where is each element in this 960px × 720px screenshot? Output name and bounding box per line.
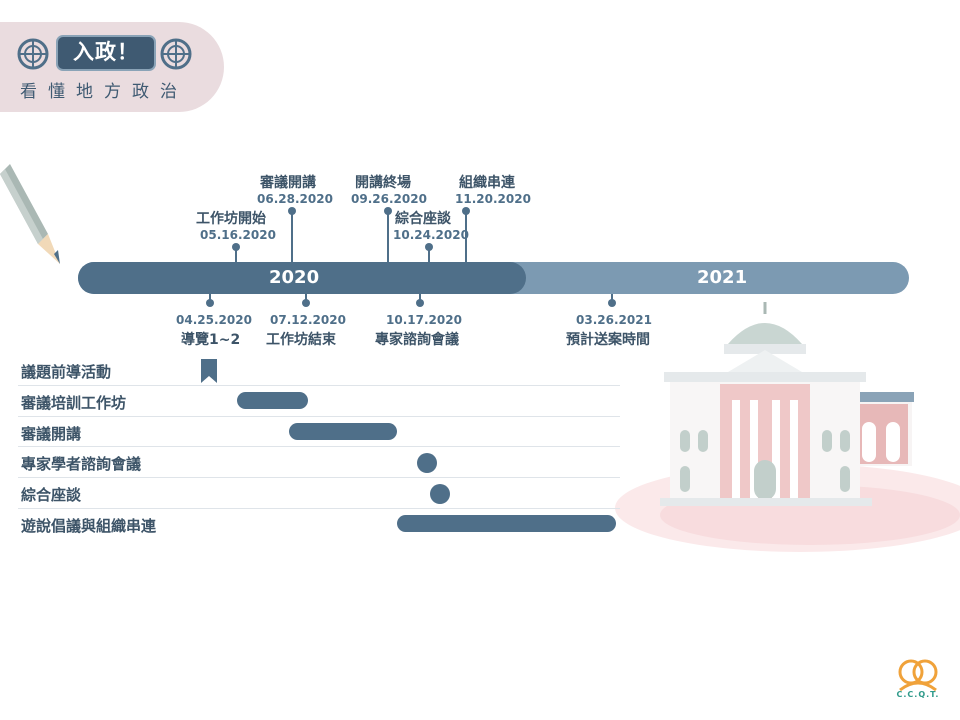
logo-text: C.C.Q.T. <box>896 690 940 699</box>
row-divider <box>18 477 620 478</box>
event-date: 11.20.2020 <box>455 192 531 206</box>
activity-bar <box>289 423 397 440</box>
activity-label: 審議開講 <box>21 425 82 443</box>
page-title: 入政！ <box>56 35 156 71</box>
event-dot <box>288 207 296 215</box>
event-connector <box>611 294 613 302</box>
event-connector <box>305 294 307 302</box>
activity-label: 議題前導活動 <box>21 363 112 381</box>
year-label-2020: 2020 <box>269 267 320 288</box>
ccqt-logo-icon <box>898 659 938 692</box>
bookmark-icon <box>201 359 217 383</box>
event-title: 審議開講 <box>260 175 316 191</box>
event-dot <box>206 299 214 307</box>
activity-label: 綜合座談 <box>21 486 82 504</box>
row-divider <box>18 508 620 509</box>
event-title: 工作坊開始 <box>196 211 266 227</box>
ornament-right-icon <box>160 38 192 70</box>
event-title: 導覽1~2 <box>181 332 241 348</box>
event-dot <box>384 207 392 215</box>
activity-label: 審議培訓工作坊 <box>21 394 127 412</box>
activity-bar <box>397 515 616 532</box>
event-dot <box>416 299 424 307</box>
event-title: 組織串連 <box>459 175 515 191</box>
row-divider <box>18 446 620 447</box>
event-title: 預計送案時間 <box>566 332 650 348</box>
activity-bar <box>237 392 308 409</box>
event-title: 綜合座談 <box>395 211 451 227</box>
event-dot <box>462 207 470 215</box>
event-connector <box>209 294 211 302</box>
event-connector <box>387 212 389 262</box>
event-connector <box>419 294 421 302</box>
activity-dot <box>417 453 437 473</box>
event-dot <box>232 243 240 251</box>
event-connector <box>465 212 467 262</box>
event-dot <box>425 243 433 251</box>
event-date: 09.26.2020 <box>351 192 427 206</box>
event-connector <box>428 247 430 262</box>
event-date: 04.25.2020 <box>176 313 252 327</box>
ornament-left-icon <box>17 38 49 70</box>
building-illustration-icon <box>615 302 960 552</box>
event-date: 05.16.2020 <box>200 228 276 242</box>
event-title: 工作坊結束 <box>266 332 336 348</box>
pencil-icon <box>0 164 60 264</box>
event-connector <box>291 212 293 262</box>
row-divider <box>18 385 620 386</box>
event-date: 10.24.2020 <box>393 228 469 242</box>
row-divider <box>18 416 620 417</box>
activity-label: 專家學者諮詢會議 <box>21 455 142 473</box>
timeline-axis-2020-segment <box>78 262 526 294</box>
event-date: 07.12.2020 <box>270 313 346 327</box>
activity-dot <box>430 484 450 504</box>
year-label-2021: 2021 <box>697 267 748 288</box>
page-subtitle: 看懂地方政治 <box>20 82 188 102</box>
event-date: 03.26.2021 <box>576 313 652 327</box>
event-date: 06.28.2020 <box>257 192 333 206</box>
event-title: 專家諮詢會議 <box>375 332 459 348</box>
event-date: 10.17.2020 <box>386 313 462 327</box>
event-title: 開講終場 <box>355 175 411 191</box>
activity-label: 遊說倡議與組織串連 <box>21 517 157 535</box>
event-dot <box>608 299 616 307</box>
event-dot <box>302 299 310 307</box>
event-connector <box>235 246 237 262</box>
